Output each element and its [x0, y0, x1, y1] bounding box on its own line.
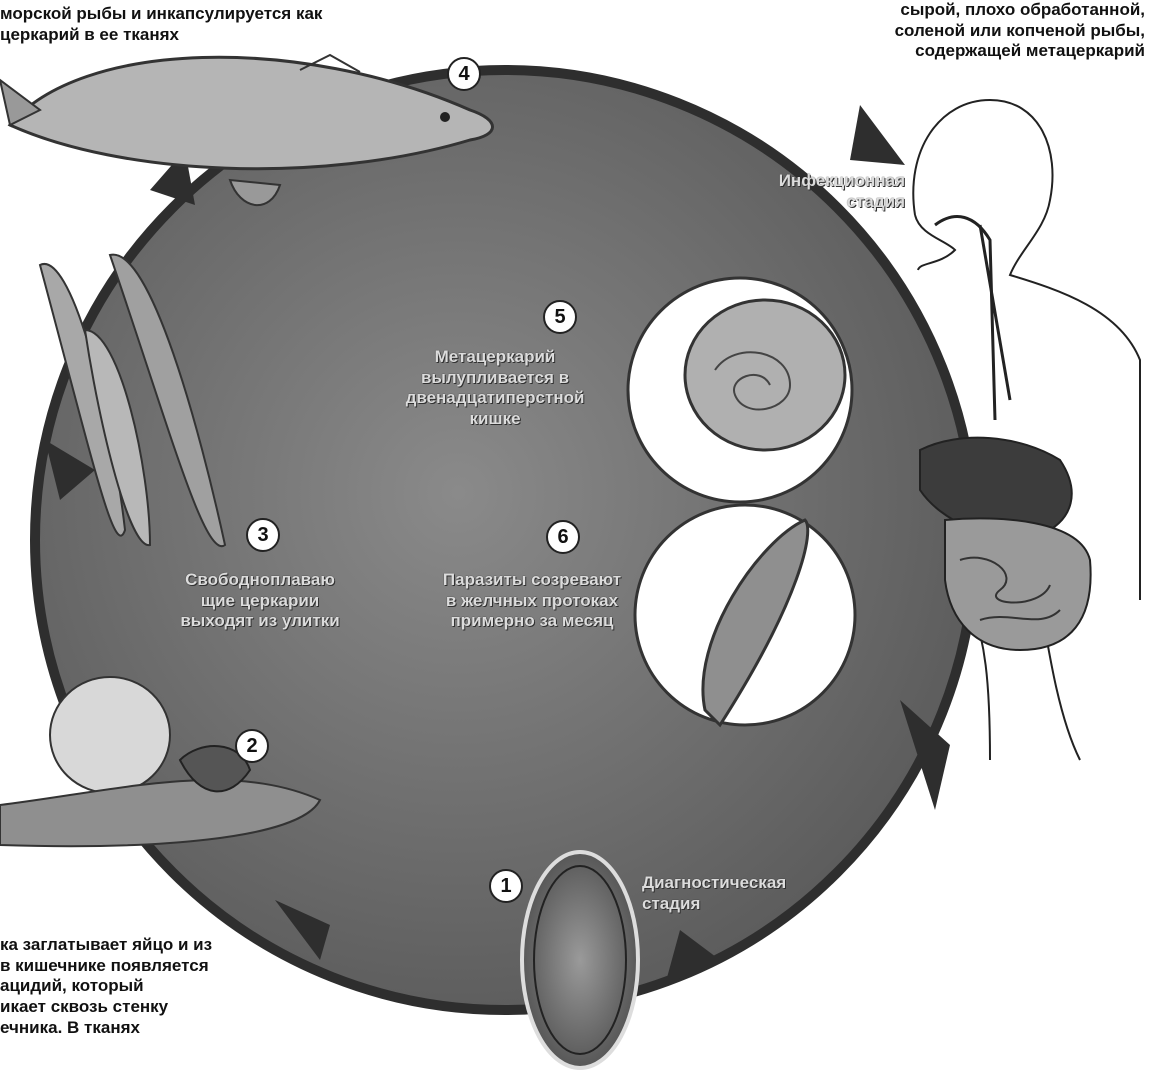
adult-fluke-magnified: [635, 505, 855, 725]
stage-3-number: 3: [246, 518, 280, 552]
top-right-caption: сырой, плохо обработанной, соленой или к…: [815, 0, 1145, 62]
bottom-left-caption: ка заглатывает яйцо и из в кишечнике поя…: [0, 935, 300, 1039]
diagnostic-stage-label: Диагностическая стадия: [642, 873, 842, 914]
stage-1-number: 1: [489, 869, 523, 903]
infection-stage-label: Инфекционная стадия: [720, 171, 905, 212]
top-left-caption: морской рыбы и инкапсулируется как церка…: [0, 4, 420, 45]
stage-3-caption: Свободноплаваю щие церкарии выходят из у…: [150, 570, 370, 632]
stage-6-caption: Паразиты созревают в желчных протоках пр…: [412, 570, 652, 632]
stage-5-caption: Метацеркарий вылупливается в двенадцатип…: [370, 347, 620, 430]
egg-illustration: [522, 852, 638, 1068]
stage-4-number: 4: [447, 57, 481, 91]
stage-2-number: 2: [235, 729, 269, 763]
stage-5-number: 5: [543, 300, 577, 334]
metacercaria-magnified: [628, 278, 852, 502]
stage-6-number: 6: [546, 520, 580, 554]
